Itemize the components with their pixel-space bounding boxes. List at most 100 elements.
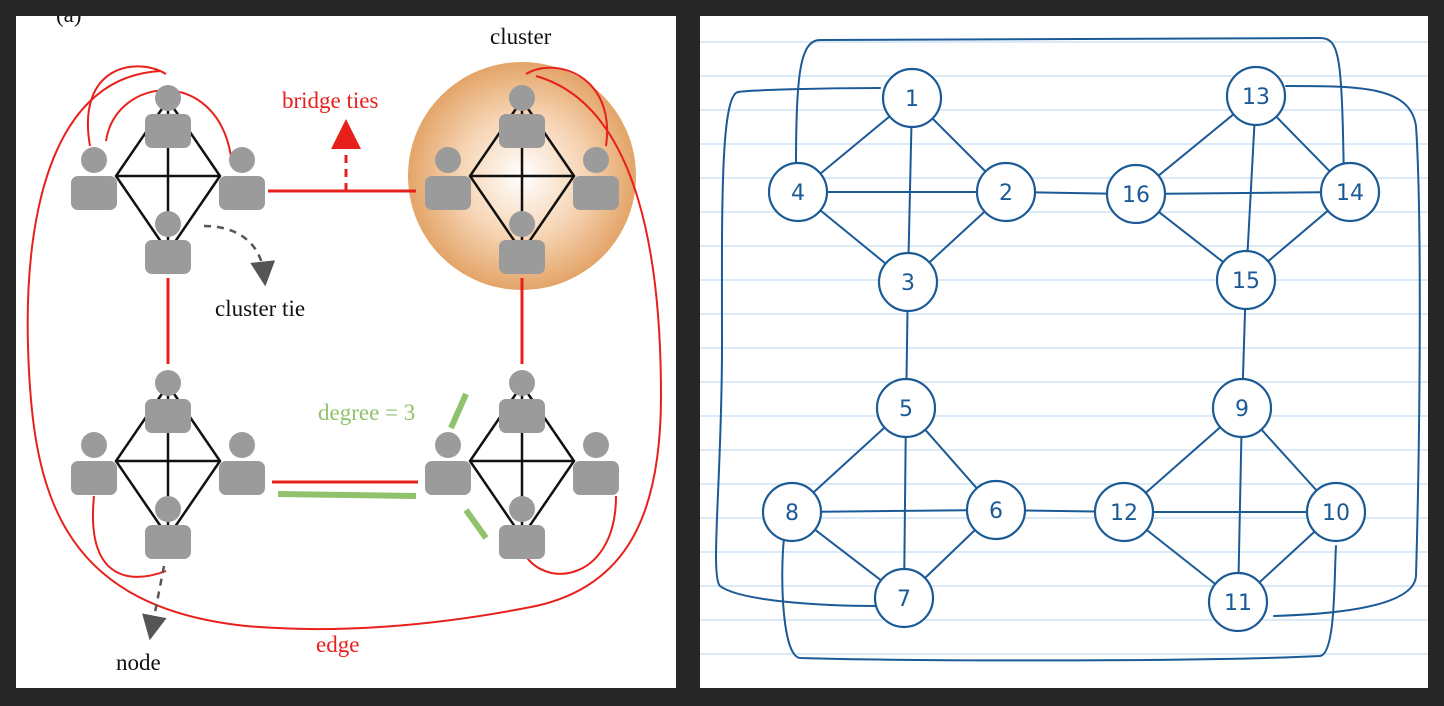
person-icon <box>573 147 619 210</box>
graph-node-13: 13 <box>1225 65 1287 127</box>
person-icon <box>71 432 117 495</box>
edge-3-5 <box>905 310 909 380</box>
graph-node-label: 6 <box>989 499 1003 524</box>
edge-7-8 <box>814 528 882 582</box>
edge-loop-top-left <box>87 65 167 147</box>
edge-1-2 <box>931 117 987 173</box>
graph-node-label: 10 <box>1322 501 1350 526</box>
edge-outer-curve <box>26 70 663 631</box>
edge-1-7-outer <box>715 87 881 607</box>
graph-node-label: 1 <box>905 87 919 112</box>
edge-14-15 <box>1267 209 1329 263</box>
graph-node-7: 7 <box>873 567 935 629</box>
edge-6-7 <box>924 529 976 579</box>
label-degree: degree = 3 <box>318 400 415 425</box>
graph-node-5: 5 <box>875 377 937 439</box>
graph-node-12: 12 <box>1093 481 1155 543</box>
cluster-group <box>71 85 265 274</box>
edge-4-14-outer <box>795 36 1345 187</box>
figure-label-partial: (a) <box>56 16 82 27</box>
label-edge: edge <box>316 632 359 657</box>
edge-15-9 <box>1241 308 1247 380</box>
edge-5-8 <box>812 426 886 494</box>
degree-highlight-upper <box>448 392 469 430</box>
edge-13-16 <box>1157 113 1235 177</box>
graph-node-4: 4 <box>767 161 829 223</box>
person-icon <box>425 432 471 495</box>
graph-node-label: 15 <box>1232 269 1260 294</box>
person-icon <box>499 496 545 559</box>
graph-node-label: 4 <box>791 181 805 206</box>
graph-node-label: 13 <box>1242 85 1270 110</box>
edge-11-12 <box>1145 529 1217 585</box>
label-cluster: cluster <box>490 24 552 49</box>
person-icon <box>425 147 471 210</box>
person-icon <box>219 432 265 495</box>
edge-9-12 <box>1144 426 1222 494</box>
edge-15-16 <box>1157 210 1225 264</box>
graph-node-label: 11 <box>1224 591 1252 616</box>
person-icon <box>145 496 191 559</box>
cluster-group <box>425 85 619 274</box>
person-icon <box>145 85 191 148</box>
graph-node-2: 2 <box>975 161 1037 223</box>
edge-2-3 <box>928 210 986 264</box>
graph-cluster-edges <box>812 113 1331 585</box>
person-icon <box>499 85 545 148</box>
graph-edges <box>715 36 1421 662</box>
edge-6-12 <box>1024 509 1096 513</box>
graph-node-10: 10 <box>1305 481 1367 543</box>
graph-node-label: 12 <box>1110 501 1138 526</box>
edge-13-15 <box>1246 124 1256 252</box>
edge-9-10 <box>1260 428 1318 492</box>
graph-node-8: 8 <box>761 481 823 543</box>
label-node: node <box>116 650 161 675</box>
edge-9-11 <box>1237 436 1243 574</box>
graph-node-label: 9 <box>1235 397 1249 422</box>
graph-node-label: 7 <box>897 587 911 612</box>
edge-2-16 <box>1034 191 1108 195</box>
degree-highlight-bottom <box>277 491 417 499</box>
edge-13-11-outer <box>1273 85 1421 617</box>
edge-1-4 <box>819 115 891 175</box>
graph-node-label: 8 <box>785 501 799 526</box>
edge-6-8 <box>820 509 968 513</box>
graph-node-3: 3 <box>877 251 939 313</box>
person-icon <box>499 370 545 433</box>
network-concept-figure: (a) cluster bridge ties cluster tie <box>16 16 676 688</box>
network-concept-canvas: (a) cluster bridge ties cluster tie <box>26 16 663 675</box>
edge-3-4 <box>819 209 887 265</box>
graph-node-15: 15 <box>1215 249 1277 311</box>
edge-8-10-outer <box>781 537 1337 662</box>
cluster-group <box>425 370 619 559</box>
cluster-group <box>71 370 265 559</box>
graph-node-label: 2 <box>999 181 1013 206</box>
person-icon <box>145 211 191 274</box>
edge-loop-top-right <box>525 66 609 147</box>
label-cluster-tie: cluster tie <box>215 296 305 321</box>
person-icon <box>71 147 117 210</box>
graph-node-9: 9 <box>1211 377 1273 439</box>
edge-5-7 <box>903 436 907 570</box>
edge-10-11 <box>1258 530 1316 584</box>
graph-node-1: 1 <box>881 67 943 129</box>
edge-13-14 <box>1275 115 1331 173</box>
edge-14-16 <box>1164 191 1322 195</box>
edge-loop-bottom-left <box>91 495 167 578</box>
edge-5-6 <box>924 428 978 490</box>
graph-node-label: 14 <box>1336 181 1364 206</box>
label-bridge-ties: bridge ties <box>282 88 378 113</box>
graph-node-label: 5 <box>899 397 913 422</box>
edge-loop-bottom-right <box>520 495 617 575</box>
person-icon <box>499 211 545 274</box>
person-icon <box>145 370 191 433</box>
graph-node-label: 3 <box>901 271 915 296</box>
graph-node-16: 16 <box>1105 163 1167 225</box>
graph-node-14: 14 <box>1319 161 1381 223</box>
graph-node-label: 16 <box>1122 183 1150 208</box>
graph-node-11: 11 <box>1207 571 1269 633</box>
degree-highlight-lower <box>463 508 489 540</box>
person-icon <box>573 432 619 495</box>
